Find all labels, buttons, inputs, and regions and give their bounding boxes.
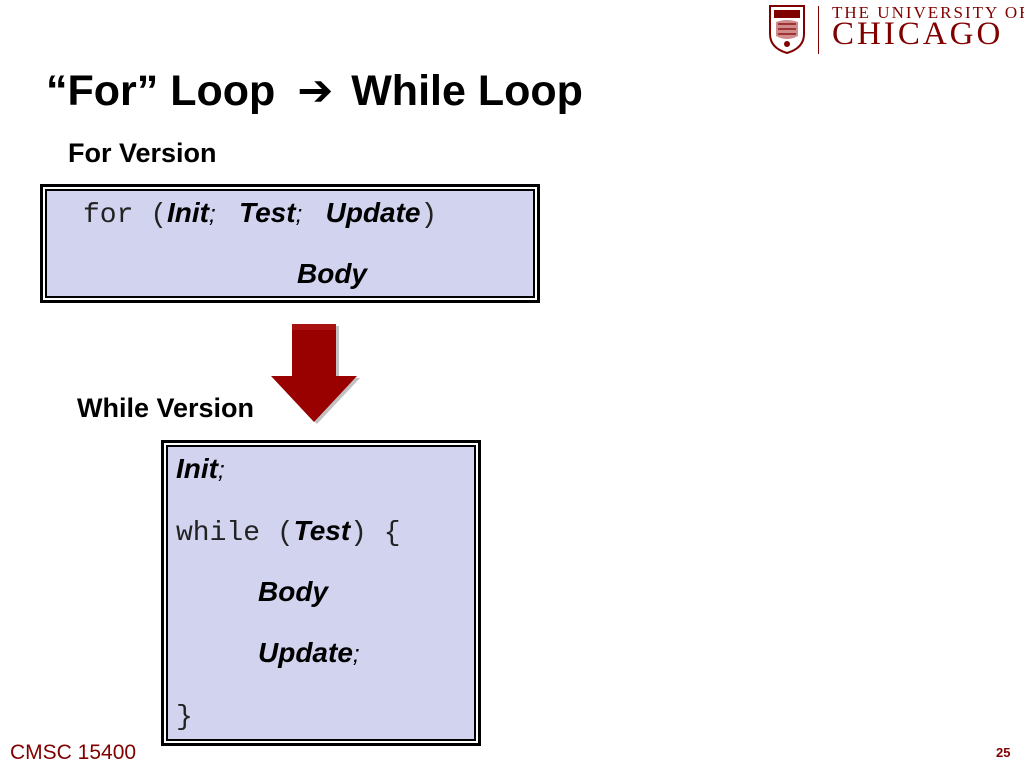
university-crest-icon <box>769 5 805 54</box>
body-text: Body <box>297 258 367 289</box>
close-paren: ) <box>420 200 438 231</box>
while-body-line: Body <box>258 576 328 608</box>
title-while-loop: While Loop <box>351 67 583 115</box>
down-arrow-icon <box>271 324 360 424</box>
for-version-label: For Version <box>68 138 217 168</box>
while-code-box: Init; while (Test) { Body Update; } <box>161 440 481 746</box>
for-code-box: for (Init; Test; Update) Body <box>40 184 540 303</box>
while-keyword: while ( <box>176 518 294 549</box>
body-text: Body <box>258 576 328 607</box>
semicolon: ; <box>209 201 216 228</box>
for-keyword: for ( <box>83 200 168 231</box>
logo-divider <box>818 6 819 54</box>
init-text: Init <box>167 197 210 228</box>
slide-title: “For” Loop ➔ While Loop <box>46 66 583 116</box>
course-code: CMSC 15400 <box>10 741 137 764</box>
title-for-loop: “For” Loop <box>46 67 276 115</box>
right-arrow-icon: ➔ <box>297 67 334 115</box>
test-text: Test <box>239 197 296 228</box>
close-paren-brace: ) { <box>350 518 401 549</box>
test-text: Test <box>293 515 351 546</box>
university-logo: THE UNIVERSITY OF CHICAGO <box>768 3 1024 56</box>
update-text: Update <box>325 197 421 228</box>
page-number: 25 <box>996 745 1011 760</box>
while-init-line: Init; <box>176 453 225 485</box>
for-header-line: for (Init; Test; Update) <box>83 197 437 231</box>
logo-top-text: THE UNIVERSITY OF <box>832 3 1024 22</box>
while-header-line: while (Test) { <box>176 515 401 549</box>
semicolon: ; <box>352 641 360 668</box>
logo-main-text: CHICAGO <box>832 16 1004 52</box>
while-version-label: While Version <box>77 393 255 423</box>
while-end-line: } <box>176 699 193 733</box>
update-text: Update <box>258 637 353 668</box>
semicolon: ; <box>295 201 303 228</box>
while-update-line: Update; <box>258 637 360 669</box>
semicolon: ; <box>218 457 225 484</box>
for-body-line: Body <box>297 258 367 290</box>
init-text: Init <box>176 453 218 484</box>
close-brace: } <box>176 702 193 733</box>
